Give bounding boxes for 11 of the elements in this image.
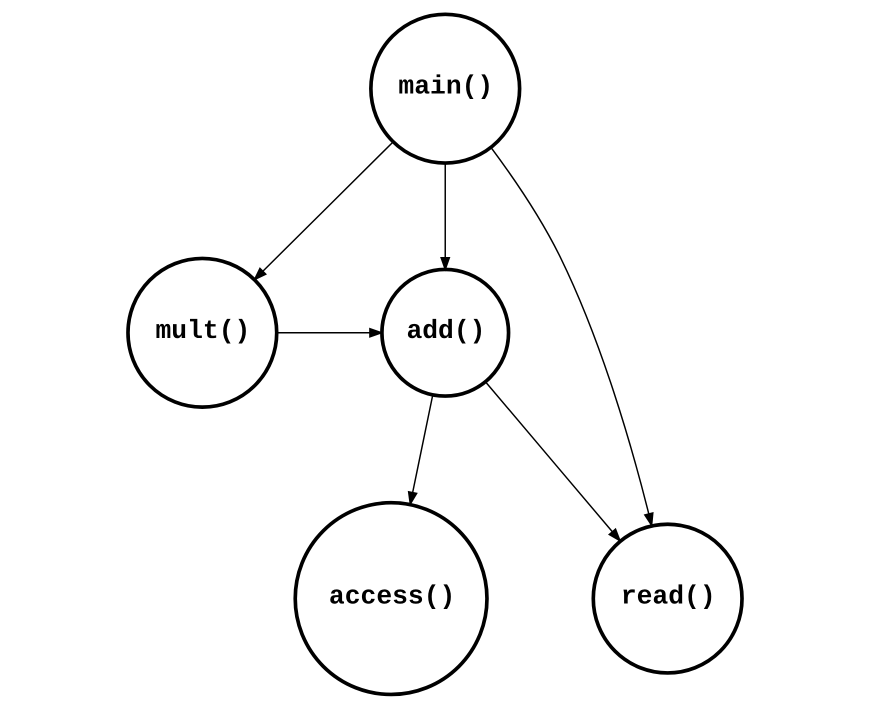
arrow: [490, 147, 654, 528]
node-circle: mult(): [126, 256, 279, 409]
arrow: [484, 381, 622, 542]
node-circle: add(): [380, 268, 510, 398]
node-circle: access(): [293, 500, 489, 696]
node-circle: read(): [591, 522, 744, 675]
arrow: [408, 395, 434, 506]
arrow: [440, 164, 450, 272]
arrow: [277, 328, 384, 338]
node-circle: main(): [369, 12, 522, 165]
arrow: [252, 142, 394, 282]
